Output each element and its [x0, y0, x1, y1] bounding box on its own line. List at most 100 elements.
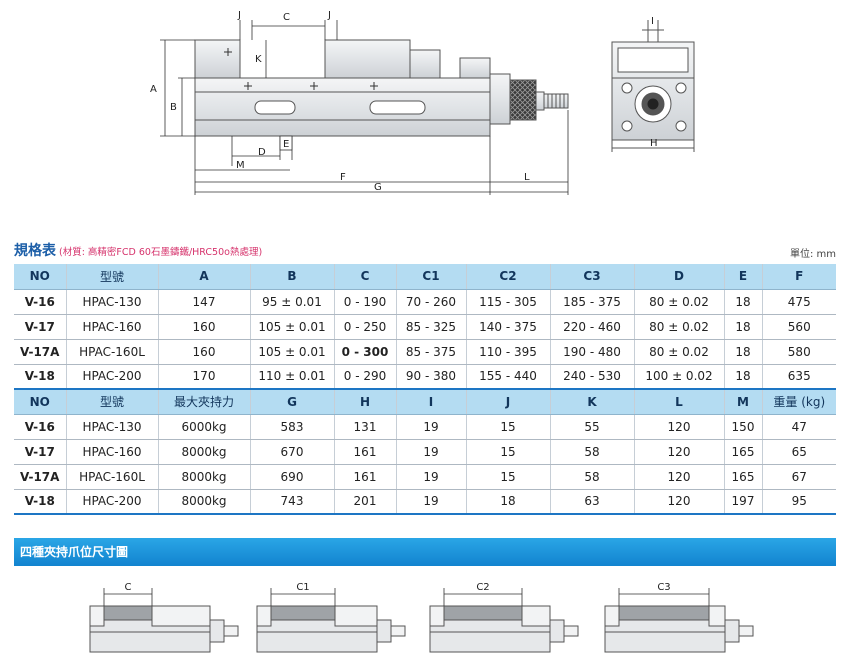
- table-cell: 15: [466, 464, 551, 490]
- dim-label-b: B: [170, 102, 177, 113]
- jaw-position-label: C: [125, 582, 132, 593]
- dim-label-f: F: [340, 172, 346, 183]
- table-cell: 240 - 530: [550, 364, 635, 390]
- vise-drawing-svg: J C J K A B M D E F G L I H: [150, 10, 695, 195]
- table-cell: 63: [550, 489, 635, 515]
- table-cell: 105 ± 0.01: [250, 314, 335, 340]
- table-cell: 120: [634, 439, 725, 465]
- table-cell: 90 - 380: [396, 364, 467, 390]
- table-cell: 19: [396, 414, 467, 440]
- dim-label-l: L: [524, 172, 530, 183]
- jaw-position-label: C2: [476, 582, 489, 593]
- column-header: 型號: [66, 264, 159, 290]
- column-header: E: [724, 264, 763, 290]
- table-cell: 560: [762, 314, 836, 340]
- unit-note: 單位: mm: [789, 249, 836, 260]
- table-cell: 19: [396, 439, 467, 465]
- bolt-marks: [224, 48, 378, 90]
- table-cell: 475: [762, 289, 836, 315]
- jaw-position-drawing: C1: [255, 580, 415, 660]
- table-cell: 110 ± 0.01: [250, 364, 335, 390]
- jaw-position-drawing: C2: [428, 580, 588, 660]
- table-cell: 120: [634, 489, 725, 515]
- column-header: H: [334, 389, 397, 415]
- model-no-cell: V-18: [14, 489, 67, 515]
- table-cell: 155 - 440: [466, 364, 551, 390]
- table-cell: 147: [158, 289, 251, 315]
- table-cell: 58: [550, 439, 635, 465]
- table-cell: 197: [724, 489, 763, 515]
- dim-label-a: A: [150, 84, 157, 95]
- table-cell: 18: [724, 289, 763, 315]
- column-header: K: [550, 389, 635, 415]
- column-header: I: [396, 389, 467, 415]
- column-header: C2: [466, 264, 551, 290]
- jaw-position-label: C1: [296, 582, 309, 593]
- table-cell: 161: [334, 439, 397, 465]
- table-cell: 670: [250, 439, 335, 465]
- table-cell: HPAC-200: [66, 364, 159, 390]
- jaw-position-section-title: 四種夾持爪位尺寸圖: [14, 538, 836, 566]
- table-cell: 8000kg: [158, 489, 251, 515]
- column-header: M: [724, 389, 763, 415]
- table-cell: 0 - 190: [334, 289, 397, 315]
- table-cell: 80 ± 0.02: [634, 289, 725, 315]
- dim-label-k: K: [255, 54, 262, 65]
- table-cell: 85 - 375: [396, 339, 467, 365]
- table-cell: 580: [762, 339, 836, 365]
- column-header: C1: [396, 264, 467, 290]
- table-cell: 185 - 375: [550, 289, 635, 315]
- table-cell: 120: [634, 414, 725, 440]
- table-cell: HPAC-160: [66, 314, 159, 340]
- dim-label-c: C: [283, 12, 290, 23]
- table-cell: 18: [724, 314, 763, 340]
- table-cell: HPAC-160L: [66, 464, 159, 490]
- column-header: J: [466, 389, 551, 415]
- table-cell: 67: [762, 464, 836, 490]
- column-header: D: [634, 264, 725, 290]
- column-header: C: [334, 264, 397, 290]
- table-cell: 6000kg: [158, 414, 251, 440]
- table-cell: 160: [158, 314, 251, 340]
- table-cell: 0 - 300: [334, 339, 397, 365]
- table-cell: 15: [466, 439, 551, 465]
- table-cell: 150: [724, 414, 763, 440]
- column-header: NO: [14, 264, 67, 290]
- table-cell: 170: [158, 364, 251, 390]
- table-cell: 18: [466, 489, 551, 515]
- dim-label-g: G: [374, 182, 382, 193]
- table-cell: 85 - 325: [396, 314, 467, 340]
- table-cell: 140 - 375: [466, 314, 551, 340]
- column-header: NO: [14, 389, 67, 415]
- dim-label-e: E: [283, 139, 289, 150]
- dim-label-h: H: [650, 138, 658, 149]
- spec-header: 規格表(材質: 高精密FCD 60石墨鑄鐵/HRC50o熱處理) 單位: mm: [14, 239, 836, 260]
- technical-drawing: J C J K A B M D E F G L I H: [0, 0, 850, 230]
- table-cell: 165: [724, 464, 763, 490]
- column-header: C3: [550, 264, 635, 290]
- jaw-position-label: C3: [657, 582, 670, 593]
- table-cell: 19: [396, 489, 467, 515]
- model-no-cell: V-17: [14, 439, 67, 465]
- table-cell: 55: [550, 414, 635, 440]
- column-header: F: [762, 264, 836, 290]
- dimension-lines: [160, 20, 569, 195]
- material-note: (材質: 高精密FCD 60石墨鑄鐵/HRC50o熱處理): [59, 247, 263, 258]
- spec-title-text: 規格表: [14, 243, 56, 259]
- column-header: A: [158, 264, 251, 290]
- table-cell: 120: [634, 464, 725, 490]
- table-cell: 0 - 290: [334, 364, 397, 390]
- table-cell: 95 ± 0.01: [250, 289, 335, 315]
- table-cell: 19: [396, 464, 467, 490]
- table-cell: HPAC-130: [66, 414, 159, 440]
- table-cell: 58: [550, 464, 635, 490]
- table-cell: 8000kg: [158, 464, 251, 490]
- table-cell: 65: [762, 439, 836, 465]
